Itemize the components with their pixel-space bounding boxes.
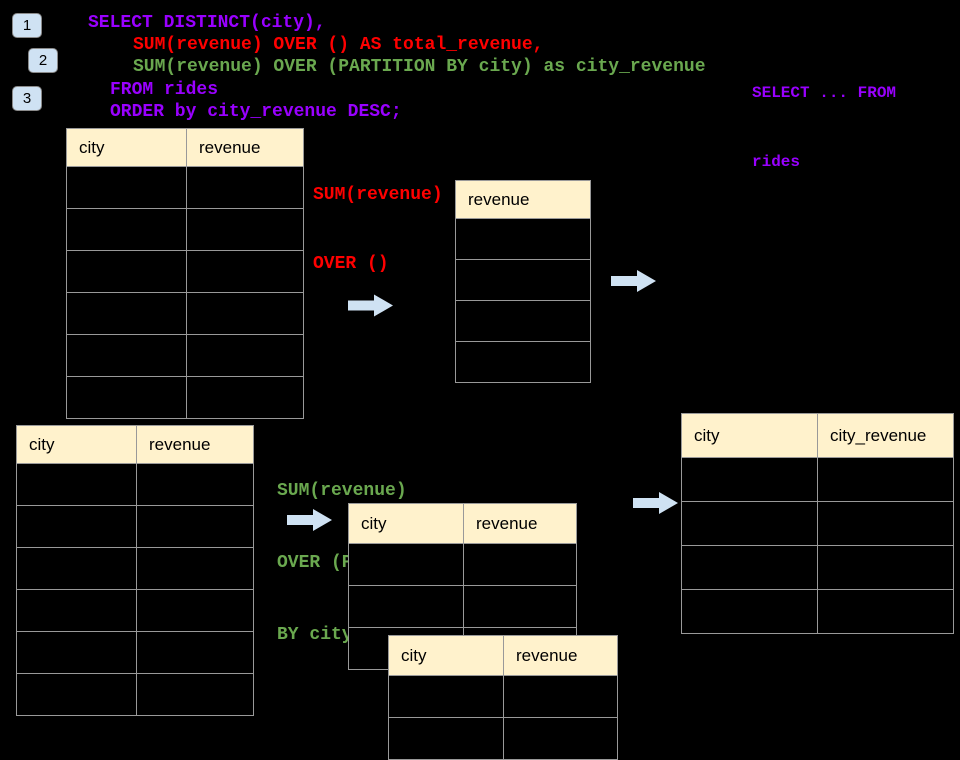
empty-cell	[16, 505, 137, 548]
empty-cell	[66, 376, 187, 419]
empty-cell	[16, 463, 137, 506]
side-note-line: SELECT ... FROM	[752, 84, 897, 102]
empty-cell	[66, 292, 187, 335]
empty-cell	[16, 673, 137, 716]
empty-cell	[186, 208, 304, 251]
side-note-select-from-rides: SELECT ... FROM rides	[752, 36, 896, 197]
empty-cell	[186, 376, 304, 419]
empty-cell	[66, 208, 187, 251]
side-note-line: rides	[752, 153, 801, 171]
step-1-badge: 1	[12, 13, 42, 38]
sql-line-order-by: ORDER by city_revenue DESC;	[110, 102, 402, 122]
column-header: city	[66, 128, 187, 167]
empty-cell	[348, 543, 464, 586]
empty-cell	[455, 259, 591, 301]
sql-line-from: FROM rides	[110, 80, 219, 100]
empty-cell	[455, 218, 591, 260]
empty-cell	[16, 589, 137, 632]
empty-cell	[681, 545, 818, 590]
empty-cell	[136, 505, 254, 548]
empty-cell	[136, 631, 254, 674]
column-header: city	[348, 503, 464, 544]
column-header: city	[388, 635, 504, 676]
flow-arrow-3-icon	[287, 509, 332, 531]
empty-cell	[348, 585, 464, 628]
empty-cell	[817, 589, 954, 634]
sql-line-total-revenue: SUM(revenue) OVER () AS total_revenue,	[133, 35, 544, 55]
empty-cell	[186, 334, 304, 377]
column-header: city	[681, 413, 818, 458]
step-2-badge: 2	[28, 48, 58, 73]
annotation-line: SUM(revenue)	[277, 481, 407, 501]
step-3-badge: 3	[12, 86, 42, 111]
empty-cell	[817, 501, 954, 546]
annotation-sum-over-all: SUM(revenue) OVER ()	[313, 138, 443, 299]
column-header: city	[16, 425, 137, 464]
empty-cell	[186, 250, 304, 293]
empty-cell	[186, 292, 304, 335]
table-total-revenue-result: revenue	[455, 180, 591, 383]
column-header: revenue	[463, 503, 577, 544]
empty-cell	[66, 166, 187, 209]
flow-arrow-2-icon	[611, 270, 656, 292]
annotation-line: OVER ()	[313, 254, 389, 274]
empty-cell	[136, 589, 254, 632]
empty-cell	[817, 457, 954, 502]
empty-cell	[136, 673, 254, 716]
column-header: revenue	[136, 425, 254, 464]
empty-cell	[186, 166, 304, 209]
empty-cell	[503, 675, 618, 718]
empty-cell	[681, 457, 818, 502]
flow-arrow-1-icon	[348, 294, 393, 317]
empty-cell	[463, 585, 577, 628]
empty-cell	[681, 589, 818, 634]
empty-cell	[66, 250, 187, 293]
annotation-line: SUM(revenue)	[313, 185, 443, 205]
empty-cell	[16, 547, 137, 590]
sql-line-select: SELECT DISTINCT(city),	[88, 13, 326, 33]
column-header: revenue	[455, 180, 591, 219]
column-header: revenue	[503, 635, 618, 676]
empty-cell	[136, 463, 254, 506]
empty-cell	[817, 545, 954, 590]
flow-arrow-4-icon	[633, 492, 678, 514]
empty-cell	[66, 334, 187, 377]
empty-cell	[503, 717, 618, 760]
empty-cell	[455, 341, 591, 383]
empty-cell	[455, 300, 591, 342]
empty-cell	[463, 543, 577, 586]
sql-line-city-revenue: SUM(revenue) OVER (PARTITION BY city) as…	[133, 57, 706, 77]
empty-cell	[388, 675, 504, 718]
empty-cell	[136, 547, 254, 590]
column-header: revenue	[186, 128, 304, 167]
empty-cell	[16, 631, 137, 674]
column-header: city_revenue	[817, 413, 954, 458]
empty-cell	[681, 501, 818, 546]
empty-cell	[388, 717, 504, 760]
